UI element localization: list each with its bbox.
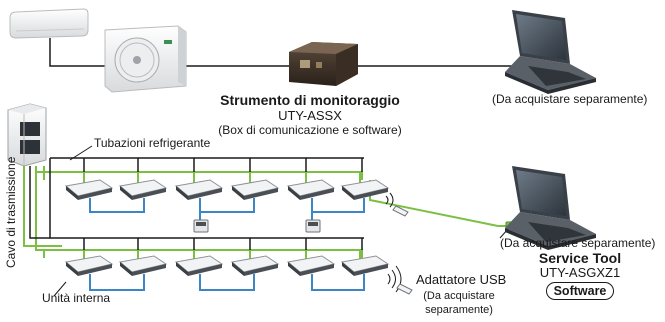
cassette-unit-icon: [174, 255, 224, 276]
monitoring-tool-model: UTY-ASSX: [278, 108, 342, 123]
indoor-units-row1: [64, 179, 390, 200]
monitoring-box-icon: [289, 42, 358, 86]
cassette-unit-icon: [230, 179, 280, 200]
monitoring-tool-description: (Box di comunicazione e software): [218, 123, 402, 137]
cassette-unit-icon: [286, 179, 336, 200]
indoor-units-row2: [64, 255, 390, 276]
remote-control-wiring: [89, 198, 365, 291]
wireless-remote-icon: [387, 265, 413, 295]
wall-indoor-unit-icon: [9, 8, 89, 39]
outdoor-unit-icon: [104, 25, 187, 93]
wired-remote-icon: [305, 219, 321, 233]
cassette-unit-icon: [174, 179, 224, 200]
transmission-cable: [29, 157, 364, 250]
refrigerant-pipes-label: Tubazioni refrigerante: [94, 136, 211, 150]
service-tool-label: Service Tool UTY-ASGXZ1 Software: [520, 250, 640, 300]
monitoring-tool-label: Strumento di monitoraggio UTY-ASSX (Box …: [210, 92, 410, 137]
service-laptop-purchase-note: (Da acquistare separamente): [500, 236, 656, 250]
cassette-unit-icon: [340, 179, 390, 200]
cassette-unit-icon: [230, 255, 280, 276]
vrf-outdoor-unit-icon: [7, 103, 47, 167]
cassette-unit-icon: [118, 255, 168, 276]
cassette-unit-icon: [286, 255, 336, 276]
service-tool-model: UTY-ASGXZ1: [539, 265, 621, 280]
monitoring-laptop-icon: [505, 10, 596, 94]
cassette-unit-icon: [340, 255, 390, 276]
usb-purchase-note: (Da acquistare separamente): [414, 289, 504, 317]
label-leaders: [53, 145, 93, 297]
usb-note-line1: (Da acquistare: [423, 290, 495, 302]
service-tool-title: Service Tool: [538, 250, 622, 266]
top-laptop-purchase-note: (Da acquistare separamente): [492, 92, 648, 106]
service-tool-laptop-icon: [505, 166, 596, 250]
indoor-unit-label: Unità interna: [42, 291, 111, 305]
cassette-unit-icon: [118, 179, 168, 200]
wired-remote-icon: [193, 219, 209, 233]
usb-note-line2: separamente): [425, 304, 493, 316]
cassette-unit-icon: [64, 255, 114, 276]
wireless-remote-icon: [385, 192, 409, 217]
refrigerant-drops-row1: [83, 172, 361, 184]
transmission-cable-label: Cavo di trasmissione: [4, 156, 18, 268]
monitoring-tool-title: Strumento di monitoraggio: [220, 92, 400, 108]
software-badge: Software: [545, 282, 615, 300]
cassette-unit-icon: [64, 179, 114, 200]
usb-adapter-label: Adattatore USB: [416, 272, 507, 287]
